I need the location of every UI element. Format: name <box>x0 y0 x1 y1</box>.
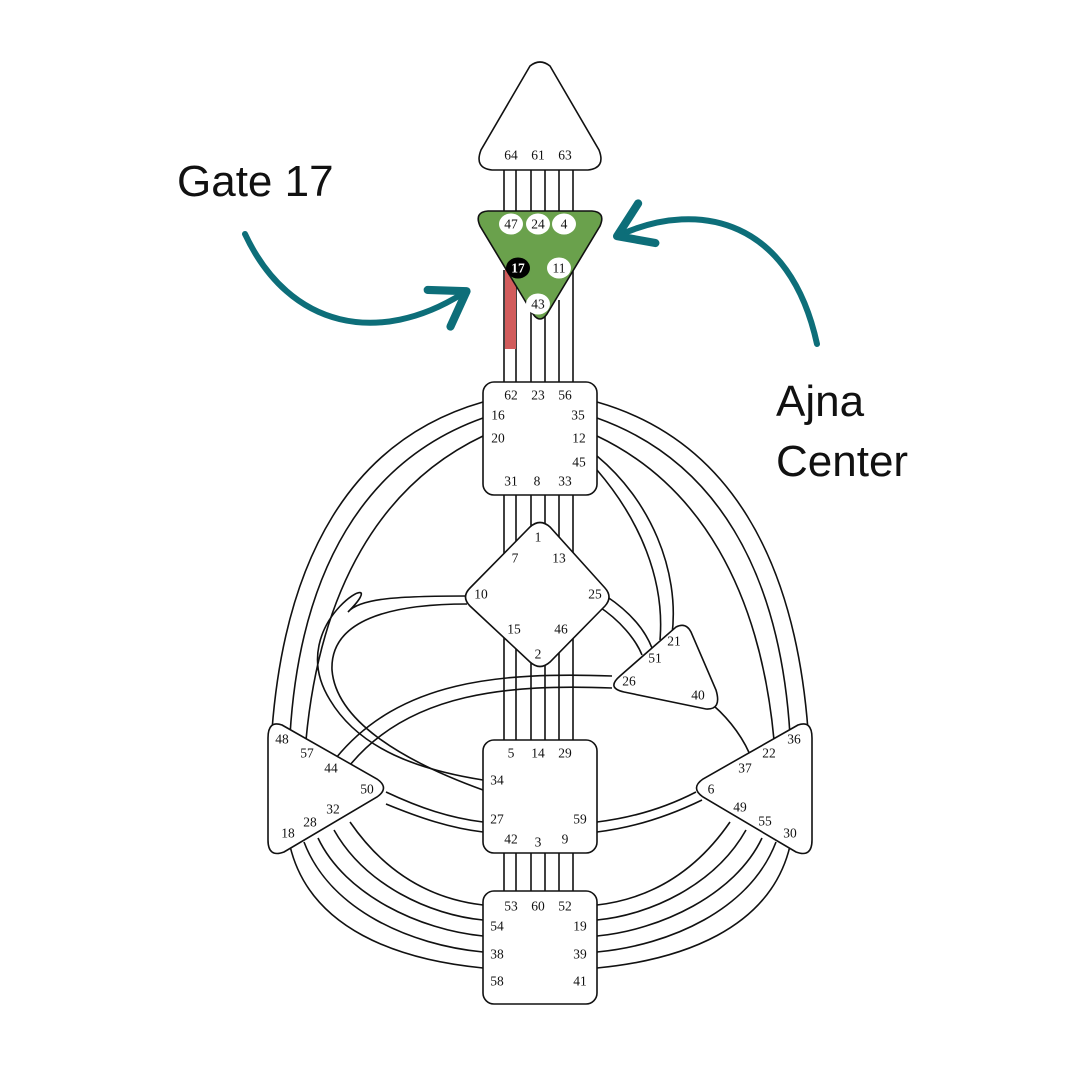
gate-24-label: 24 <box>531 217 545 232</box>
gate-4-label: 4 <box>561 217 568 232</box>
gate-16-label: 16 <box>491 408 505 423</box>
gate-17-activation-bar <box>505 268 516 349</box>
ajna-callout-line-2: Center <box>776 437 909 486</box>
gate-49-label: 49 <box>733 800 747 815</box>
gate-60-label: 60 <box>531 899 545 914</box>
gate-26-label: 26 <box>622 674 636 689</box>
gate-12-label: 12 <box>572 431 586 446</box>
gate-53-label: 53 <box>504 899 518 914</box>
gate-47-label: 47 <box>504 217 518 232</box>
gate-8-label: 8 <box>534 474 541 489</box>
gate-13-label: 13 <box>552 551 566 566</box>
gate-34-label: 34 <box>490 773 504 788</box>
gate-5-label: 5 <box>508 746 515 761</box>
gate-7-label: 7 <box>512 551 519 566</box>
gate-17-arrow <box>242 231 471 331</box>
gate-50-label: 50 <box>360 782 374 797</box>
gate-62-label: 62 <box>504 388 518 403</box>
gate-15-label: 15 <box>507 622 521 637</box>
gate-4-circle <box>552 213 576 235</box>
gate-46-label: 46 <box>554 622 568 637</box>
gate-61-label: 61 <box>531 148 545 163</box>
gate-52-label: 52 <box>558 899 572 914</box>
gate-42-label: 42 <box>504 832 518 847</box>
gate-31-label: 31 <box>504 474 518 489</box>
gate-59-label: 59 <box>573 812 587 827</box>
g-center <box>464 521 610 668</box>
gate-11-circle <box>547 257 571 279</box>
ajna-arrow <box>612 199 820 347</box>
gate-36-label: 36 <box>787 732 801 747</box>
gate-58-label: 58 <box>490 974 504 989</box>
solar-plexus-center <box>695 723 813 855</box>
ajna-center <box>477 210 603 320</box>
gate-27-label: 27 <box>490 812 504 827</box>
gate-18-label: 18 <box>281 826 295 841</box>
gate-6-label: 6 <box>708 782 715 797</box>
gate-51-label: 51 <box>648 651 662 666</box>
gate-47-circle <box>499 213 523 235</box>
gate-45-label: 45 <box>572 455 586 470</box>
gate-1-label: 1 <box>535 530 542 545</box>
gate-22-label: 22 <box>762 746 776 761</box>
gate-37-label: 37 <box>738 761 752 776</box>
gate-39-label: 39 <box>573 947 587 962</box>
throat-center <box>482 381 598 496</box>
gate-35-label: 35 <box>571 408 585 423</box>
gate-2-label: 2 <box>535 647 542 662</box>
gate-55-label: 55 <box>758 814 772 829</box>
gate-24-circle <box>526 213 550 235</box>
gate-57-label: 57 <box>300 746 314 761</box>
gate-25-label: 25 <box>588 587 602 602</box>
heart-center <box>613 624 719 710</box>
gate-20-label: 20 <box>491 431 505 446</box>
gate-28-label: 28 <box>303 815 317 830</box>
root-center <box>482 890 598 1005</box>
gate-64-label: 64 <box>504 148 518 163</box>
head-center <box>478 61 602 171</box>
gate-48-label: 48 <box>275 732 289 747</box>
gate-19-label: 19 <box>573 919 587 934</box>
gate-30-label: 30 <box>783 826 797 841</box>
gate-43-circle <box>526 293 550 315</box>
gate-44-label: 44 <box>324 761 338 776</box>
ajna-center-callout-label: Ajna Center <box>776 372 908 492</box>
gate-54-label: 54 <box>490 919 504 934</box>
gate-33-label: 33 <box>558 474 572 489</box>
gate-9-label: 9 <box>562 832 569 847</box>
gate-38-label: 38 <box>490 947 504 962</box>
gate-3-label: 3 <box>535 835 542 850</box>
gate-17-label: 17 <box>511 261 525 276</box>
ajna-callout-line-1: Ajna <box>776 377 865 426</box>
gate-10-label: 10 <box>474 587 488 602</box>
gate-40-label: 40 <box>691 688 705 703</box>
gate-23-label: 23 <box>531 388 545 403</box>
sacral-center <box>482 739 598 854</box>
gate-56-label: 56 <box>558 388 572 403</box>
gate-14-label: 14 <box>531 746 545 761</box>
spleen-center <box>267 723 385 855</box>
gate-43-label: 43 <box>531 297 545 312</box>
gate-63-label: 63 <box>558 148 572 163</box>
gate-32-label: 32 <box>326 802 340 817</box>
gate-17-circle <box>506 257 530 279</box>
gate-11-label: 11 <box>553 261 566 276</box>
gate-29-label: 29 <box>558 746 572 761</box>
curved-channels <box>271 401 809 969</box>
gate-41-label: 41 <box>573 974 587 989</box>
gate-17-callout-label: Gate 17 <box>177 157 334 206</box>
gate-21-label: 21 <box>667 634 681 649</box>
